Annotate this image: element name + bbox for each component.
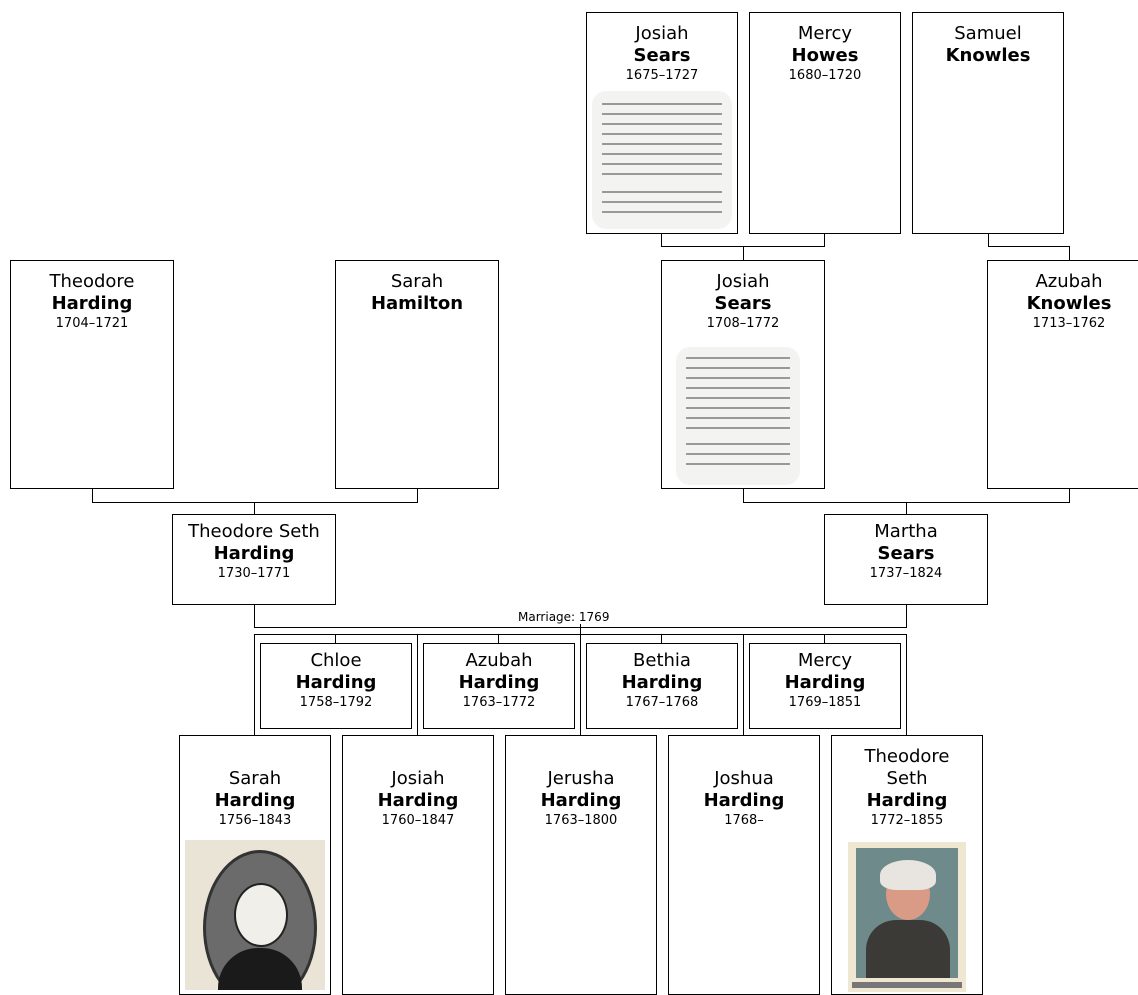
connector-line — [498, 634, 499, 643]
portrait-painting[interactable] — [848, 842, 966, 992]
person-card-azubah-harding[interactable]: Azubah Harding 1763–1772 — [423, 643, 575, 729]
person-card-mercy-harding[interactable]: Mercy Harding 1769–1851 — [749, 643, 901, 729]
person-card-josiah-sears-1708[interactable]: Josiah Sears 1708–1772 — [661, 260, 825, 489]
surname: Harding — [214, 790, 296, 811]
given-name: Theodore — [49, 271, 135, 292]
person-card-theodore-harding-1704[interactable]: Theodore Harding 1704–1721 — [10, 260, 174, 489]
connector-line — [743, 246, 744, 260]
life-dates: 1756–1843 — [218, 813, 292, 828]
person-card-azubah-knowles[interactable]: Azubah Knowles 1713–1762 — [987, 260, 1138, 489]
person-card-theodore-seth-harding-1772[interactable]: Theodore Seth Harding 1772–1855 — [831, 735, 983, 995]
person-card-jerusha-harding[interactable]: Jerusha Harding 1763–1800 — [505, 735, 657, 995]
connector-line — [824, 634, 825, 643]
given-name: Chloe — [310, 650, 362, 671]
person-card-chloe-harding[interactable]: Chloe Harding 1758–1792 — [260, 643, 412, 729]
connector-line — [824, 234, 825, 246]
connector-line — [254, 502, 255, 514]
document-thumbnail[interactable] — [676, 347, 800, 485]
connector-line — [1069, 246, 1070, 260]
connector-line — [417, 489, 418, 502]
connector-line — [335, 634, 336, 643]
life-dates: 1713–1762 — [1032, 316, 1106, 331]
given-name: Jerusha — [547, 768, 615, 789]
surname: Hamilton — [370, 293, 464, 314]
given-name: Joshua — [714, 768, 774, 789]
surname: Howes — [791, 45, 859, 66]
life-dates: 1768– — [724, 813, 764, 828]
surname: Sears — [877, 543, 935, 564]
document-thumbnail[interactable] — [592, 91, 732, 229]
connector-line — [580, 634, 581, 735]
surname: Sears — [633, 45, 691, 66]
portrait-photo[interactable] — [185, 840, 325, 990]
given-name: Theodore Seth — [864, 746, 950, 789]
life-dates: 1704–1721 — [55, 316, 129, 331]
given-name: Theodore Seth — [188, 521, 320, 542]
person-card-sarah-hamilton[interactable]: Sarah Hamilton — [335, 260, 499, 489]
person-card-josiah-sears-1675[interactable]: Josiah Sears 1675–1727 — [586, 12, 738, 234]
surname: Harding — [377, 790, 459, 811]
given-name: Josiah — [391, 768, 445, 789]
connector-line — [743, 634, 744, 735]
given-name: Azubah — [1035, 271, 1103, 292]
surname: Knowles — [1026, 293, 1112, 314]
life-dates: 1760–1847 — [381, 813, 455, 828]
person-card-mercy-howes[interactable]: Mercy Howes 1680–1720 — [749, 12, 901, 234]
surname: Harding — [621, 672, 703, 693]
life-dates: 1767–1768 — [625, 695, 699, 710]
life-dates: 1730–1771 — [217, 566, 291, 581]
connector-line — [988, 246, 1070, 247]
surname: Harding — [213, 543, 295, 564]
connector-line — [906, 605, 907, 627]
person-card-joshua-harding[interactable]: Joshua Harding 1768– — [668, 735, 820, 995]
life-dates: 1763–1800 — [544, 813, 618, 828]
connector-line — [254, 605, 255, 627]
connector-line — [743, 489, 744, 502]
connector-line — [92, 502, 418, 503]
surname: Harding — [703, 790, 785, 811]
given-name: Samuel — [954, 23, 1022, 44]
life-dates: 1675–1727 — [625, 68, 699, 83]
connector-line — [906, 502, 907, 514]
given-name: Sarah — [390, 271, 444, 292]
person-card-martha-sears[interactable]: Martha Sears 1737–1824 — [824, 514, 988, 605]
person-card-theodore-seth-harding-1730[interactable]: Theodore Seth Harding 1730–1771 — [172, 514, 336, 605]
given-name: Sarah — [228, 768, 282, 789]
connector-line — [661, 634, 662, 643]
connector-line — [254, 634, 255, 735]
surname: Knowles — [945, 45, 1031, 66]
connector-line — [1069, 489, 1070, 502]
connector-line — [906, 634, 907, 735]
life-dates: 1758–1792 — [299, 695, 373, 710]
given-name: Mercy — [797, 23, 853, 44]
person-card-josiah-harding[interactable]: Josiah Harding 1760–1847 — [342, 735, 494, 995]
connector-line — [92, 489, 93, 502]
life-dates: 1708–1772 — [706, 316, 780, 331]
life-dates: 1763–1772 — [462, 695, 536, 710]
given-name: Bethia — [633, 650, 691, 671]
life-dates: 1737–1824 — [869, 566, 943, 581]
connector-line — [417, 634, 418, 735]
life-dates: 1680–1720 — [788, 68, 862, 83]
surname: Harding — [295, 672, 377, 693]
person-card-samuel-knowles[interactable]: Samuel Knowles — [912, 12, 1064, 234]
surname: Harding — [458, 672, 540, 693]
life-dates: 1772–1855 — [870, 813, 944, 828]
surname: Sears — [714, 293, 772, 314]
life-dates: 1769–1851 — [788, 695, 862, 710]
surname: Harding — [540, 790, 622, 811]
surname: Harding — [866, 790, 948, 811]
surname: Harding — [51, 293, 133, 314]
given-name: Martha — [874, 521, 938, 542]
person-card-sarah-harding[interactable]: Sarah Harding 1756–1843 — [179, 735, 331, 995]
connector-line — [661, 234, 662, 246]
given-name: Josiah — [716, 271, 770, 292]
person-card-bethia-harding[interactable]: Bethia Harding 1767–1768 — [586, 643, 738, 729]
given-name: Azubah — [465, 650, 533, 671]
given-name: Mercy — [797, 650, 853, 671]
given-name: Josiah — [635, 23, 689, 44]
marriage-label: Marriage: 1769 — [516, 610, 612, 624]
surname: Harding — [784, 672, 866, 693]
connector-line — [988, 234, 989, 246]
